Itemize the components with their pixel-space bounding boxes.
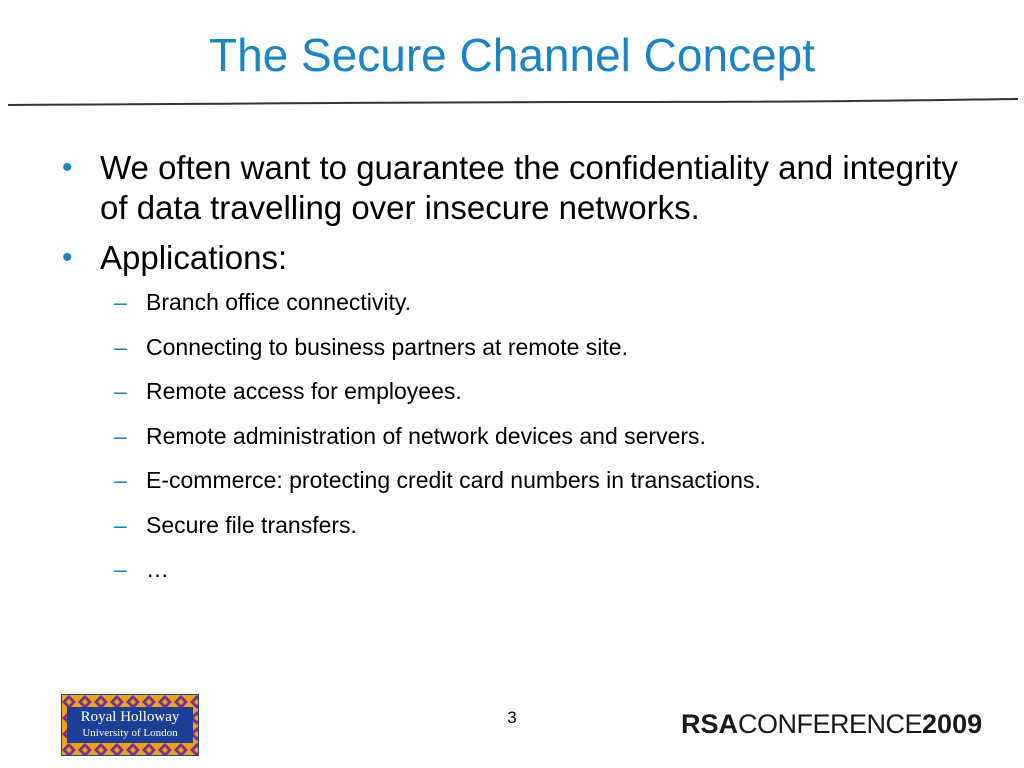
- bullet-glyph: •: [62, 151, 73, 184]
- dash-glyph: –: [114, 378, 127, 404]
- bullet-text: We often want to guarantee the confident…: [100, 149, 958, 226]
- royal-holloway-label: Royal Holloway University of London: [67, 707, 193, 743]
- sub-item: – E-commerce: protecting credit card num…: [58, 466, 978, 494]
- title-divider: [8, 98, 1018, 106]
- sub-item: – Connecting to business partners at rem…: [58, 333, 978, 361]
- logo-line-1: Royal Holloway: [80, 709, 180, 725]
- sub-item: – Branch office connectivity.: [58, 288, 978, 316]
- dash-glyph: –: [114, 556, 127, 582]
- dash-glyph: –: [114, 333, 127, 360]
- page-number: 3: [507, 708, 517, 727]
- sub-item: – Remote access for employees.: [58, 377, 978, 405]
- rsa-mark: RSA: [681, 709, 739, 739]
- sub-item-text: Connecting to business partners at remot…: [146, 333, 628, 360]
- dash-glyph: –: [114, 289, 127, 315]
- sub-item-text: Remote administration of network devices…: [146, 422, 706, 449]
- dash-glyph: –: [114, 511, 127, 538]
- bullet-item: • We often want to guarantee the confide…: [58, 148, 978, 228]
- rsa-word: CONFERENCE: [738, 709, 923, 739]
- sub-item-text: E-commerce: protecting credit card numbe…: [146, 467, 761, 493]
- sub-item-text: Remote access for employees.: [146, 378, 462, 404]
- dash-glyph: –: [114, 467, 127, 493]
- slide-title: The Secure Channel Concept: [208, 29, 816, 81]
- sub-item: – Secure file transfers.: [58, 511, 978, 539]
- sub-item-text: Branch office connectivity.: [146, 289, 412, 315]
- bullet-text: Applications:: [100, 239, 288, 276]
- logo-line-2: University of London: [82, 727, 178, 739]
- rsa-year: 2009: [922, 709, 983, 739]
- bullet-item: • Applications:: [58, 238, 978, 278]
- bullet-list: • We often want to guarantee the confide…: [58, 148, 978, 600]
- bullet-glyph: •: [62, 241, 73, 274]
- dash-glyph: –: [114, 422, 127, 449]
- rsa-conference-logo: RSACONFERENCE2009: [681, 708, 982, 740]
- sub-item-text: Secure file transfers.: [146, 511, 357, 538]
- sub-item-text: …: [146, 556, 169, 582]
- sub-item: – …: [58, 555, 978, 583]
- sub-item: – Remote administration of network devic…: [58, 422, 978, 450]
